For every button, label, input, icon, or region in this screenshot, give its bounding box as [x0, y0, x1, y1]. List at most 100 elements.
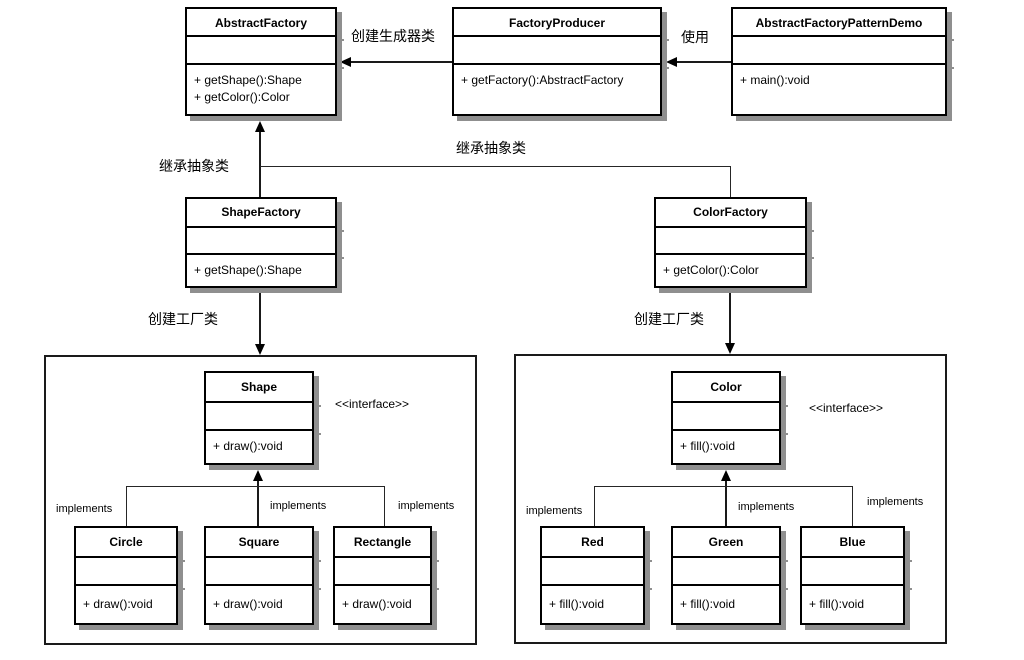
method-item: + main():void	[740, 73, 810, 87]
method-item: + fill():void	[680, 439, 736, 453]
class-attributes	[187, 37, 344, 69]
class-methods: + getShape():Shape	[187, 255, 335, 286]
class-title: AbstractFactory	[187, 9, 344, 41]
class-rectangle: Rectangle + draw():void	[333, 526, 439, 625]
label-create-builder: 创建生成器类	[351, 28, 435, 44]
class-attributes	[206, 403, 321, 435]
label-implements-circle: implements	[56, 503, 113, 515]
class-attributes	[673, 403, 788, 435]
class-title: FactoryProducer	[454, 9, 669, 41]
class-methods: + getShape():Shape + getColor():Color	[187, 65, 335, 114]
class-abstract-factory-pattern-demo: AbstractFactoryPatternDemo + main():void	[731, 7, 954, 116]
class-methods: + draw():void	[335, 586, 430, 623]
method-item: + draw():void	[213, 597, 283, 611]
arrowhead-up-icon	[255, 121, 265, 132]
connector-rectangle-stub	[384, 486, 385, 526]
class-red: Red + fill():void	[540, 526, 652, 625]
class-green: Green + fill():void	[671, 526, 788, 625]
arrowhead-left-icon	[340, 57, 351, 67]
class-abstract-factory: AbstractFactory + getShape():Shape + get…	[185, 7, 344, 116]
class-attributes	[206, 558, 321, 590]
class-attributes	[802, 558, 912, 590]
label-interface-shape: <<interface>>	[335, 397, 410, 411]
method-item: + draw():void	[83, 597, 153, 611]
class-title: Rectangle	[335, 528, 439, 562]
label-use: 使用	[681, 29, 709, 45]
class-methods: + fill():void	[673, 431, 779, 463]
method-item: + getFactory():AbstractFactory	[461, 73, 624, 87]
class-attributes	[656, 228, 814, 259]
class-title: Circle	[76, 528, 185, 562]
class-methods: + draw():void	[206, 586, 312, 623]
method-item: + draw():void	[213, 439, 283, 453]
interface-color: Color + fill():void	[671, 371, 788, 465]
class-attributes	[673, 558, 788, 590]
connector-colorfactory-to-package	[729, 290, 731, 343]
class-title: ColorFactory	[656, 199, 814, 232]
label-implements-square: implements	[270, 500, 327, 512]
class-title: Blue	[802, 528, 912, 562]
connector-shapefactory-to-abstractfactory	[259, 132, 261, 197]
connector-shapefactory-to-package	[259, 290, 261, 345]
label-create-factory-left: 创建工厂类	[148, 311, 218, 327]
class-methods: + draw():void	[76, 586, 176, 623]
class-methods: + main():void	[733, 65, 945, 114]
class-title: Red	[542, 528, 652, 562]
class-methods: + getFactory():AbstractFactory	[454, 65, 660, 114]
class-title: Shape	[206, 373, 321, 407]
method-item: + getShape():Shape	[194, 263, 302, 277]
connector-inherit-branch	[260, 166, 731, 167]
class-methods: + getColor():Color	[656, 255, 805, 286]
arrowhead-up-icon	[253, 470, 263, 481]
connector-producer-to-abstractfactory	[350, 61, 452, 63]
class-methods: + fill():void	[802, 586, 903, 623]
label-implements-rectangle: implements	[398, 500, 455, 512]
class-factory-producer: FactoryProducer + getFactory():AbstractF…	[452, 7, 669, 116]
class-circle: Circle + draw():void	[74, 526, 185, 625]
class-title: ShapeFactory	[187, 199, 344, 232]
class-attributes	[454, 37, 669, 69]
class-methods: + draw():void	[206, 431, 312, 463]
package-shape-container	[44, 355, 477, 645]
arrowhead-left-icon	[666, 57, 677, 67]
connector-square-to-shape	[257, 481, 259, 526]
class-color-factory: ColorFactory + getColor():Color	[654, 197, 814, 288]
class-square: Square + draw():void	[204, 526, 321, 625]
connector-demo-to-producer	[676, 61, 731, 63]
interface-shape: Shape + draw():void	[204, 371, 321, 465]
class-methods: + fill():void	[542, 586, 643, 623]
connector-circle-stub	[126, 486, 127, 526]
class-title: Color	[673, 373, 788, 407]
method-item: + fill():void	[549, 597, 605, 611]
label-implements-green: implements	[738, 501, 795, 513]
class-attributes	[335, 558, 439, 590]
connector-colorfactory-branch	[730, 166, 731, 197]
connector-implements-branch-left	[126, 486, 384, 487]
connector-red-stub	[594, 486, 595, 526]
package-color-container	[514, 354, 947, 644]
method-item: + fill():void	[680, 597, 736, 611]
class-attributes	[733, 37, 954, 69]
class-title: Square	[206, 528, 321, 562]
class-blue: Blue + fill():void	[800, 526, 912, 625]
label-interface-color: <<interface>>	[809, 401, 884, 415]
label-inherit-abstract-left: 继承抽象类	[159, 158, 229, 174]
method-item: + getShape():Shape	[194, 73, 302, 87]
method-item: + getColor():Color	[663, 263, 759, 277]
class-attributes	[76, 558, 185, 590]
label-create-factory-right: 创建工厂类	[634, 311, 704, 327]
label-implements-red: implements	[526, 505, 583, 517]
connector-green-to-color	[725, 481, 727, 526]
arrowhead-down-icon	[255, 344, 265, 355]
connector-implements-branch-right	[594, 486, 852, 487]
class-title: Green	[673, 528, 788, 562]
arrowhead-up-icon	[721, 470, 731, 481]
method-item: + fill():void	[809, 597, 865, 611]
class-title: AbstractFactoryPatternDemo	[733, 9, 954, 41]
method-item: + getColor():Color	[194, 90, 290, 104]
class-methods: + fill():void	[673, 586, 779, 623]
connector-blue-stub	[852, 486, 853, 526]
label-inherit-abstract-right: 继承抽象类	[456, 140, 526, 156]
method-item: + draw():void	[342, 597, 412, 611]
